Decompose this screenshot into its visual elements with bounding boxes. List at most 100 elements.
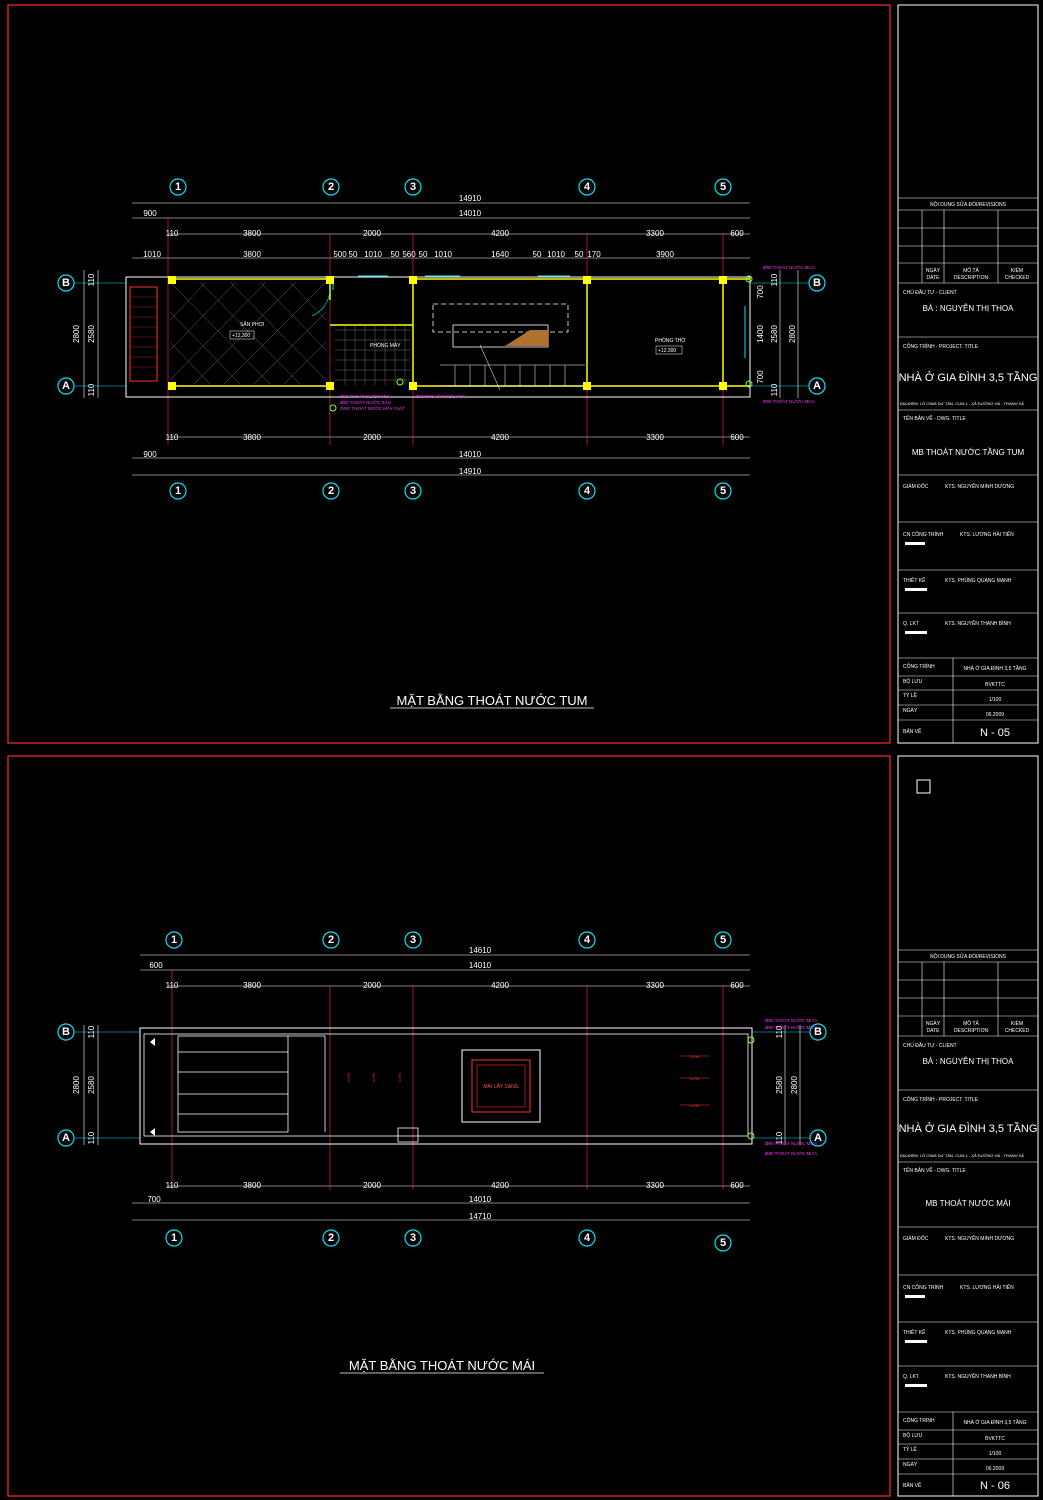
slope-label: i=2%	[690, 1103, 699, 1108]
dim-bottom-axis: 3800	[243, 433, 261, 442]
drawing-title: MẶT BẰNG THOÁT NƯỚC TUM	[396, 693, 587, 708]
slope-label: i=2%	[397, 1073, 402, 1082]
dim-top-axis: 2000	[363, 981, 381, 990]
dim-overall-bottom: 14910	[459, 467, 482, 476]
door-swing	[311, 289, 331, 317]
dim-top-total: 14010	[459, 209, 482, 218]
dim-right: 2800	[788, 325, 797, 343]
client-label: CHỦ ĐẦU TƯ - CLIENT	[903, 289, 957, 296]
dim-top-total: 600	[149, 961, 163, 970]
dim-bottom-axis: 110	[166, 433, 179, 442]
dim-top-axis: 600	[730, 229, 744, 238]
dim-top-axis: 600	[730, 981, 744, 990]
grid-col-label: 2	[328, 934, 334, 946]
designer-label: THIẾT KẾ	[903, 577, 926, 584]
project-name: NHÀ Ở GIA ĐÌNH 3,5 TẦNG	[899, 1122, 1038, 1135]
scale-value: 1/100	[989, 1451, 1002, 1457]
qc-name: KTS. NGUYỄN THANH BÌNH	[945, 1373, 1011, 1380]
drawing-title-value: MB THOÁT NƯỚC MÁI	[926, 1199, 1011, 1208]
dim-left: 110	[87, 273, 96, 286]
grid-col-label: 4	[584, 1232, 591, 1244]
title-block: NỘI DUNG SỬA ĐỔI/REVISIONS NGÀY DATE MÔ …	[898, 949, 1038, 1496]
pipe-label: Ø90 THOÁT NƯỚC MƯA	[763, 398, 815, 404]
col-checked: KIỂM	[1011, 1020, 1023, 1027]
sheet-svg: 14910 900 14010 110 3800 2000 4200 3300 …	[7, 4, 1039, 744]
grid-col-label: 2	[328, 1232, 334, 1244]
project-address: ĐỊA ĐIỂM: LÔ CN08 DỰ TÂN- CỤM 1 - XÃ ĐƯỜ…	[900, 1153, 1024, 1158]
grid-row-label: B	[62, 1026, 70, 1038]
dim-top-axis: 3300	[646, 229, 664, 238]
grid-col-label: 1	[171, 1232, 177, 1244]
col-date: NGÀY	[926, 1020, 941, 1027]
grid-row-label: B	[814, 1026, 822, 1038]
pipe-label: Ø90 THOÁT NƯỚC MƯA	[765, 1024, 817, 1030]
dim-top-axis: 110	[166, 981, 179, 990]
dim-bottom-axis: 600	[730, 1181, 744, 1190]
drawing-sheet-tum: 14910 900 14010 110 3800 2000 4200 3300 …	[7, 4, 1039, 744]
manager-name: KTS. LƯƠNG HẢI TIẾN	[960, 1284, 1014, 1291]
level-value: +12.300	[232, 333, 250, 339]
qc-name: KTS. NGUYỄN THANH BÌNH	[945, 620, 1011, 627]
grid-col-label: 2	[328, 181, 334, 193]
stair-structure	[177, 1035, 419, 1143]
stage-value: BVKTTC	[985, 1436, 1005, 1442]
level-box	[655, 345, 683, 355]
slope-label: i=2%	[690, 1054, 699, 1059]
dim-top-axis: 4200	[491, 229, 509, 238]
date-label: NGÀY	[903, 707, 918, 714]
col-checked: KIỂM	[1011, 267, 1023, 274]
dim-detail: 1640	[491, 250, 509, 259]
skylight: MÁI LẤY SÁNG	[461, 1049, 541, 1123]
dim-bottom-axis: 2000	[363, 433, 381, 442]
dim-detail: 50	[391, 250, 400, 259]
dim-overall-bottom: 14710	[469, 1212, 492, 1221]
project-label: CÔNG TRÌNH - PROJECT. TITLE	[903, 343, 979, 350]
dim-overall-top: 14910	[459, 194, 482, 203]
corner-marker	[150, 1128, 155, 1136]
skylight-label: MÁI LẤY SÁNG	[483, 1083, 518, 1090]
machine-room-grid	[335, 325, 410, 385]
dim-top-axis: 3300	[646, 981, 664, 990]
stair-treads	[440, 344, 585, 391]
grid-col-label: 3	[410, 1232, 416, 1244]
qc-label: Q. LKT	[903, 621, 919, 627]
stair-wood-strip	[505, 330, 548, 346]
pipe-label: Ø90 THOÁT NƯỚC MƯA	[763, 264, 815, 270]
grid-bubbles-top: 1 2 3 4 5	[169, 178, 732, 196]
dim-detail: 50	[575, 250, 584, 259]
room-label-drying-yard: SÂN PHƠI	[240, 321, 264, 328]
sheet-label: BẢN VẼ	[903, 1482, 922, 1489]
grid-row-label: A	[62, 380, 70, 392]
drawing-sheet-mai: 14610 600 14010 110 3800 2000 4200 3300 …	[0, 750, 1043, 1500]
designer-label: THIẾT KẾ	[903, 1329, 926, 1336]
grid-row-label: A	[813, 380, 821, 392]
dim-left: 2580	[87, 1076, 96, 1094]
dim-left: 2800	[72, 325, 81, 343]
dim-bottom-axis: 4200	[491, 433, 509, 442]
director-name: KTS. NGUYỄN MINH DƯƠNG	[945, 483, 1014, 490]
grid-col-label: 5	[720, 1237, 726, 1249]
dim-bottom-axis: 110	[166, 1181, 179, 1190]
dim-detail: 1010	[547, 250, 565, 259]
dim-top-total: 900	[143, 209, 157, 218]
col-checked: CHECKED	[1005, 1028, 1030, 1034]
grid-bubbles-bottom: 1 2 3 4 5	[165, 1229, 732, 1252]
project-name: NHÀ Ở GIA ĐÌNH 3,5 TẦNG	[899, 371, 1038, 384]
grid-col-label: 4	[584, 181, 591, 193]
manager-label: CN CÔNG TRÌNH	[903, 1284, 944, 1291]
director-name: KTS. NGUYỄN MINH DƯƠNG	[945, 1235, 1014, 1242]
client-label: CHỦ ĐẦU TƯ - CLIENT	[903, 1042, 957, 1049]
manager-label: CN CÔNG TRÌNH	[903, 531, 944, 538]
col-date: DATE	[927, 275, 941, 281]
dim-detail: 3800	[243, 250, 261, 259]
dim-top-axis: 3800	[243, 981, 261, 990]
slope-label: i=2%	[346, 1073, 351, 1082]
dim-bottom-total: 900	[143, 450, 157, 459]
drawing-frame	[7, 4, 891, 744]
drawing-title-label: TÊN BẢN VẼ - DWG. TITLE	[903, 1166, 966, 1174]
grid-col-label: 1	[175, 485, 181, 497]
revisions-header: NỘI DUNG SỬA ĐỔI/REVISIONS	[930, 201, 1007, 208]
sheet-number: N - 06	[980, 1480, 1010, 1492]
slope-label: i=2%	[690, 1076, 699, 1081]
dim-bottom-axis: 4200	[491, 1181, 509, 1190]
